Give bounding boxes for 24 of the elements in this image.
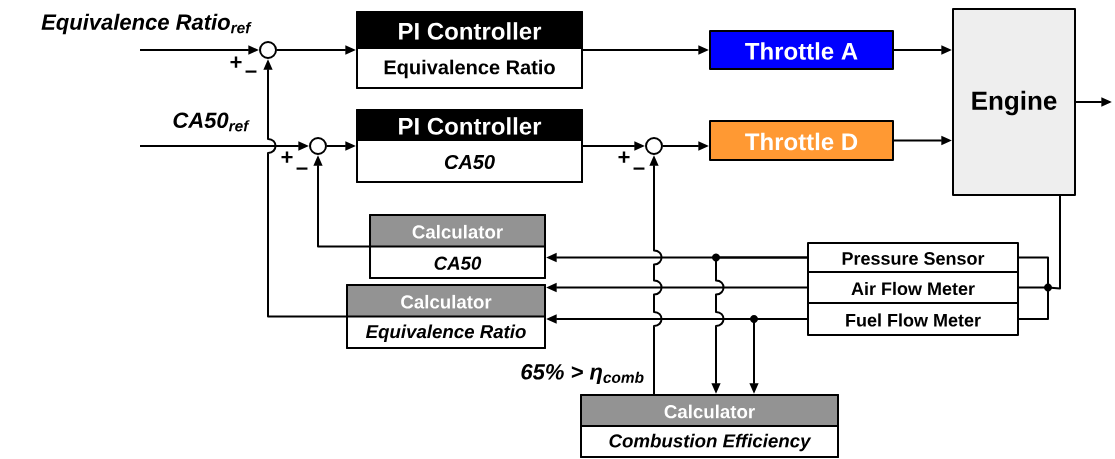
calculator-box: Calculator Combustion Efficiency — [580, 394, 839, 458]
minus-sign: – — [245, 70, 257, 73]
plus-sign: + — [618, 151, 630, 163]
sensor-box: Air Flow Meter — [807, 271, 1019, 304]
summing-junction — [309, 137, 327, 155]
plus-sign: + — [230, 56, 242, 68]
plus-sign: + — [281, 151, 293, 163]
input-label: Equivalence Ratio$_{ref}$ — [41, 13, 252, 35]
throttle-box: Throttle A — [709, 30, 894, 70]
engine-box: Engine — [952, 8, 1076, 196]
summing-junction — [645, 137, 663, 155]
sensor-box: Pressure Sensor — [807, 242, 1019, 273]
minus-sign: – — [633, 167, 645, 170]
minus-sign: – — [296, 167, 308, 170]
calculator-box: Calculator Equivalence Ratio — [346, 284, 546, 349]
pi-controller-box: PI Controller Equivalence Ratio — [356, 11, 583, 89]
throttle-box: Throttle D — [709, 120, 894, 161]
summing-junction — [259, 41, 277, 59]
pi-controller-box: PI Controller CA50 — [356, 109, 583, 183]
connector-line — [1018, 195, 1061, 320]
edge-label: 65% > η$_{comb}$ — [521, 364, 644, 384]
sensor-box: Fuel Flow Meter — [807, 302, 1019, 336]
calculator-box: Calculator CA50 — [369, 214, 546, 279]
input-label: CA50$_{ref}$ — [173, 112, 250, 132]
